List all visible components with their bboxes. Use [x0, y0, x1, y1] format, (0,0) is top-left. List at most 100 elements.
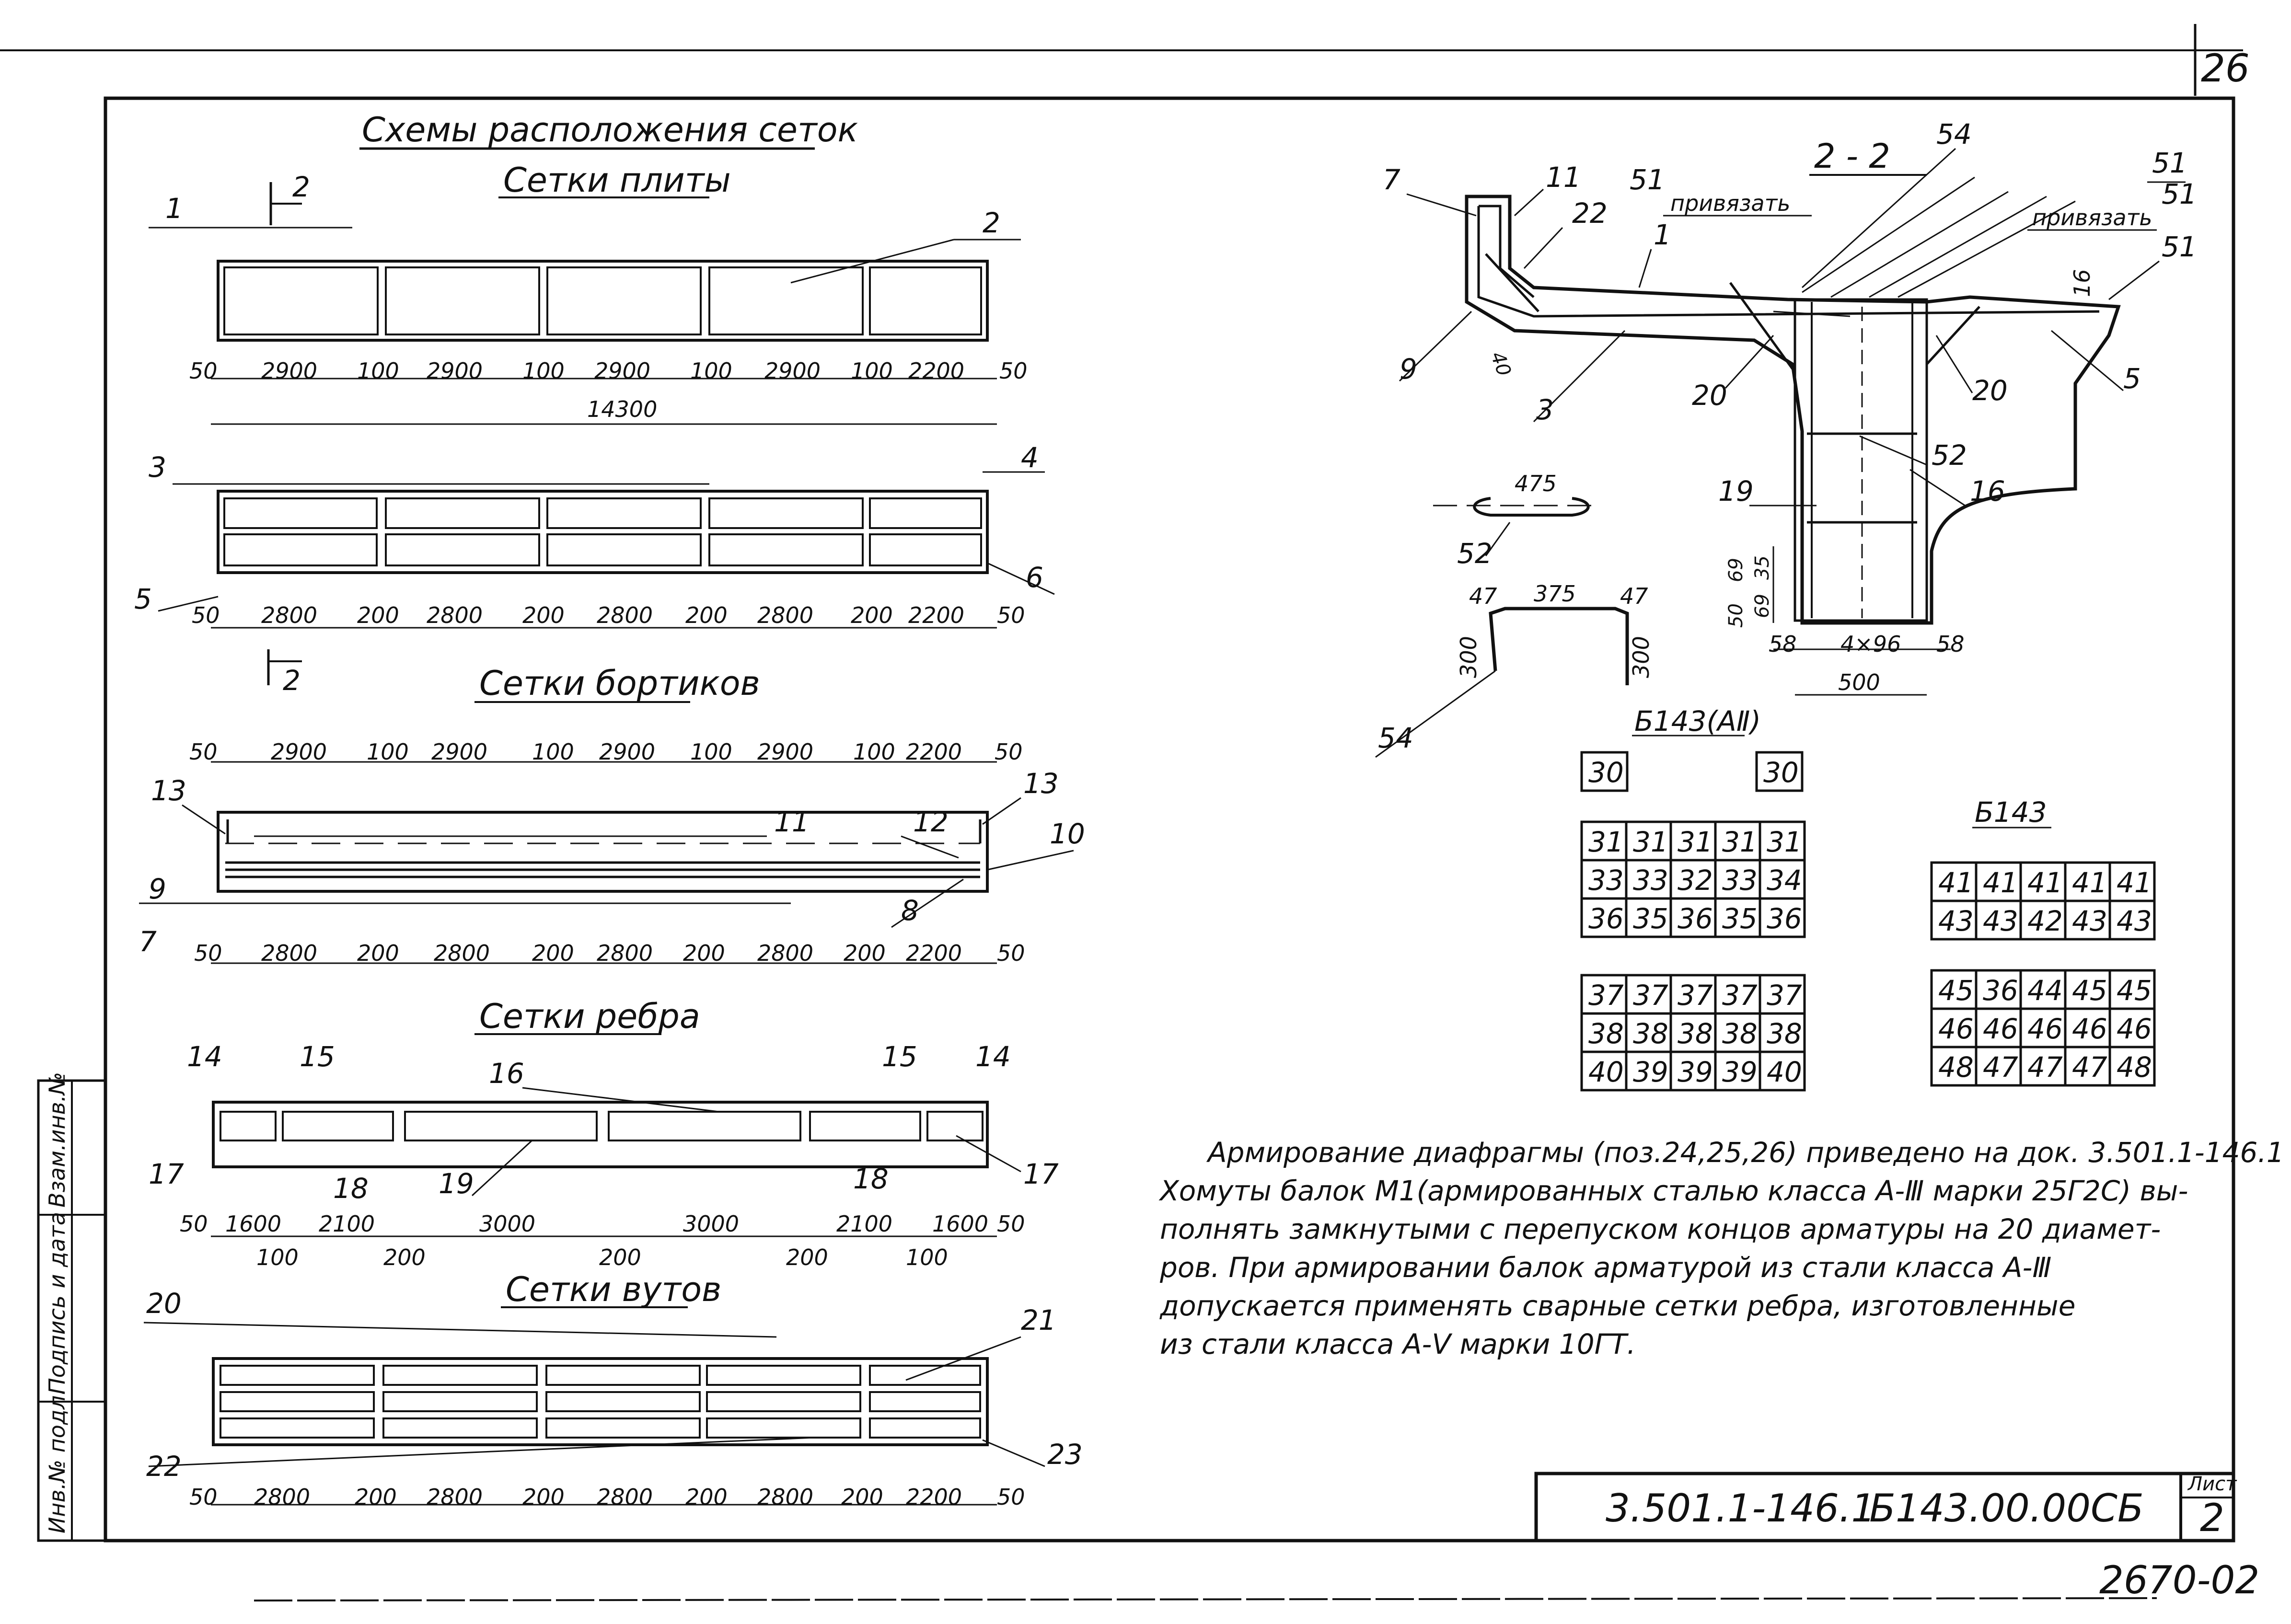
table-right-block2-value: 36: [1983, 974, 2018, 1007]
rib-label-19: 19: [439, 1167, 474, 1200]
svg-text:200: 200: [522, 602, 565, 628]
section-dims: 35 69 69 50 58 4×96 58 500: [1725, 546, 1965, 696]
rib-label-18-right: 18: [853, 1163, 889, 1195]
table-left-block2-value: 39: [1633, 1056, 1668, 1088]
haunch-label-20: 20: [146, 1287, 182, 1320]
rib-label-17-left: 17: [149, 1158, 184, 1190]
sec-label-20-left: 20: [1692, 379, 1727, 412]
section-mark-bottom: 2: [283, 664, 301, 697]
table-right-block1-value: 43: [2117, 905, 2152, 937]
haunch-label-23: 23: [1047, 1438, 1083, 1471]
sec-dim-20: 16: [2069, 269, 2095, 297]
table-right-block1-value: 41: [1983, 866, 2018, 899]
svg-text:100: 100: [256, 1244, 299, 1270]
sec-label-51-a: 51: [1630, 163, 1665, 196]
svg-text:2800: 2800: [434, 940, 490, 966]
svg-text:2900: 2900: [599, 739, 655, 765]
table-left-block2-value: 40: [1588, 1056, 1624, 1088]
sec-label-51-c: 51: [2162, 178, 2197, 210]
svg-text:2900: 2900: [427, 358, 483, 384]
svg-text:2900: 2900: [764, 358, 821, 384]
haunch-title: Сетки вутов: [506, 1270, 721, 1309]
svg-text:500: 500: [1838, 669, 1880, 695]
svg-text:100: 100: [906, 1244, 948, 1270]
table-right-block2-value: 45: [2072, 974, 2107, 1007]
sec-label-19: 19: [1718, 475, 1754, 507]
svg-text:69: 69: [1725, 558, 1747, 582]
sec-label-11: 11: [1546, 161, 1581, 194]
rib-label-14-left: 14: [187, 1040, 222, 1073]
svg-text:2900: 2900: [271, 739, 327, 765]
svg-text:1600: 1600: [932, 1211, 988, 1237]
haunch-label-21: 21: [1021, 1304, 1056, 1336]
slab-bottom-dims: 50 2800 200 2800 200 2800 200 2800 200 2…: [192, 602, 1025, 629]
table-left-block1-value: 31: [1678, 826, 1713, 858]
table-top-right-value: 30: [1763, 756, 1799, 789]
table-right-block1-value: 41: [1938, 866, 1974, 899]
sec-label-9: 9: [1400, 353, 1417, 385]
sec-label-16: 16: [1970, 475, 2005, 507]
title-block: 3.501.1-146.1 Б143.00.00СБ Лист 2: [1534, 1472, 2237, 1543]
sheet-label: Лист: [2187, 1473, 2237, 1495]
svg-text:2800: 2800: [261, 602, 317, 628]
sec-label-51-b: 51: [2152, 147, 2187, 179]
detail-52-dim: 475: [1515, 471, 1557, 496]
edge-label-9: 9: [149, 873, 166, 905]
svg-text:50: 50: [189, 1484, 218, 1510]
svg-text:2800: 2800: [757, 1484, 813, 1510]
edge-label-11: 11: [774, 806, 810, 838]
svg-text:200: 200: [685, 602, 728, 628]
svg-text:100: 100: [690, 358, 732, 384]
table-left-block1-value: 36: [1767, 902, 1802, 935]
stamp-replace-inv: Взам.инв.№: [44, 1072, 70, 1208]
stamp-signature-date: Подпись и дата: [44, 1212, 70, 1394]
slab-label-3: 3: [149, 451, 166, 484]
svg-text:100: 100: [853, 739, 895, 765]
svg-text:2800: 2800: [597, 940, 653, 966]
table-right-block2-value: 46: [2072, 1013, 2107, 1045]
rib-dims: 50 1600 2100 3000 3000 2100 1600 50 100 …: [180, 1211, 1025, 1270]
table-right-block2-value: 48: [2117, 1051, 2152, 1083]
haunch-mesh: [212, 1357, 989, 1446]
sec-label-attach-b: привязать: [2032, 205, 2152, 230]
svg-text:2200: 2200: [908, 602, 964, 628]
note-line-1: Армирование диафрагмы (поз.24,25,26) при…: [1206, 1136, 2291, 1169]
rib-label-18-left: 18: [333, 1172, 369, 1205]
section-2-2: [1465, 176, 2121, 625]
table-right-block2-value: 45: [1938, 974, 1974, 1007]
table-right-block2-value: 44: [2027, 974, 2063, 1007]
svg-text:2800: 2800: [757, 940, 813, 966]
table-right-block2-cell: [2108, 1046, 2156, 1087]
svg-text:100: 100: [532, 739, 574, 765]
svg-text:58: 58: [1769, 631, 1797, 657]
table-right-block2-value: 47: [1983, 1051, 2018, 1083]
detail-54: 47 375 47 300 300 54: [1375, 581, 1654, 758]
table-left-block1-cell: [1759, 897, 1806, 938]
table-left-block1-value: 36: [1678, 902, 1713, 935]
note-line-4: ров. При армировании балок арматурой из …: [1159, 1251, 2051, 1284]
table-left-block2-value: 40: [1767, 1056, 1802, 1088]
table-right-block2-value: 46: [1938, 1013, 1974, 1045]
edge-top-dims: 50 2900 100 2900 100 2900 100 2900 100 2…: [189, 739, 1023, 765]
rib-title: Сетки ребра: [479, 997, 700, 1036]
table-left-block2-value: 39: [1722, 1056, 1758, 1088]
svg-text:200: 200: [683, 940, 725, 966]
svg-text:2200: 2200: [908, 358, 964, 384]
table-left-title: Б143(АⅡ): [1634, 705, 1761, 737]
svg-text:200: 200: [685, 1484, 728, 1510]
haunch-dims: 50 2800 200 2800 200 2800 200 2800 200 2…: [189, 1484, 1025, 1510]
table-left-block2-value: 37: [1588, 979, 1624, 1012]
table-right-block2-value: 47: [2027, 1051, 2063, 1083]
svg-text:2800: 2800: [757, 602, 813, 628]
svg-text:50: 50: [194, 940, 222, 966]
svg-text:200: 200: [851, 602, 893, 628]
table-left-block2-value: 39: [1678, 1056, 1713, 1088]
svg-text:100: 100: [367, 739, 409, 765]
table-right-block2-value: 46: [2027, 1013, 2063, 1045]
table-left-block1-value: 34: [1767, 864, 1802, 897]
sec-label-5: 5: [2123, 362, 2141, 395]
table-right-title: Б143: [1975, 796, 2047, 829]
svg-text:200: 200: [599, 1244, 641, 1270]
svg-text:1600: 1600: [225, 1211, 281, 1237]
